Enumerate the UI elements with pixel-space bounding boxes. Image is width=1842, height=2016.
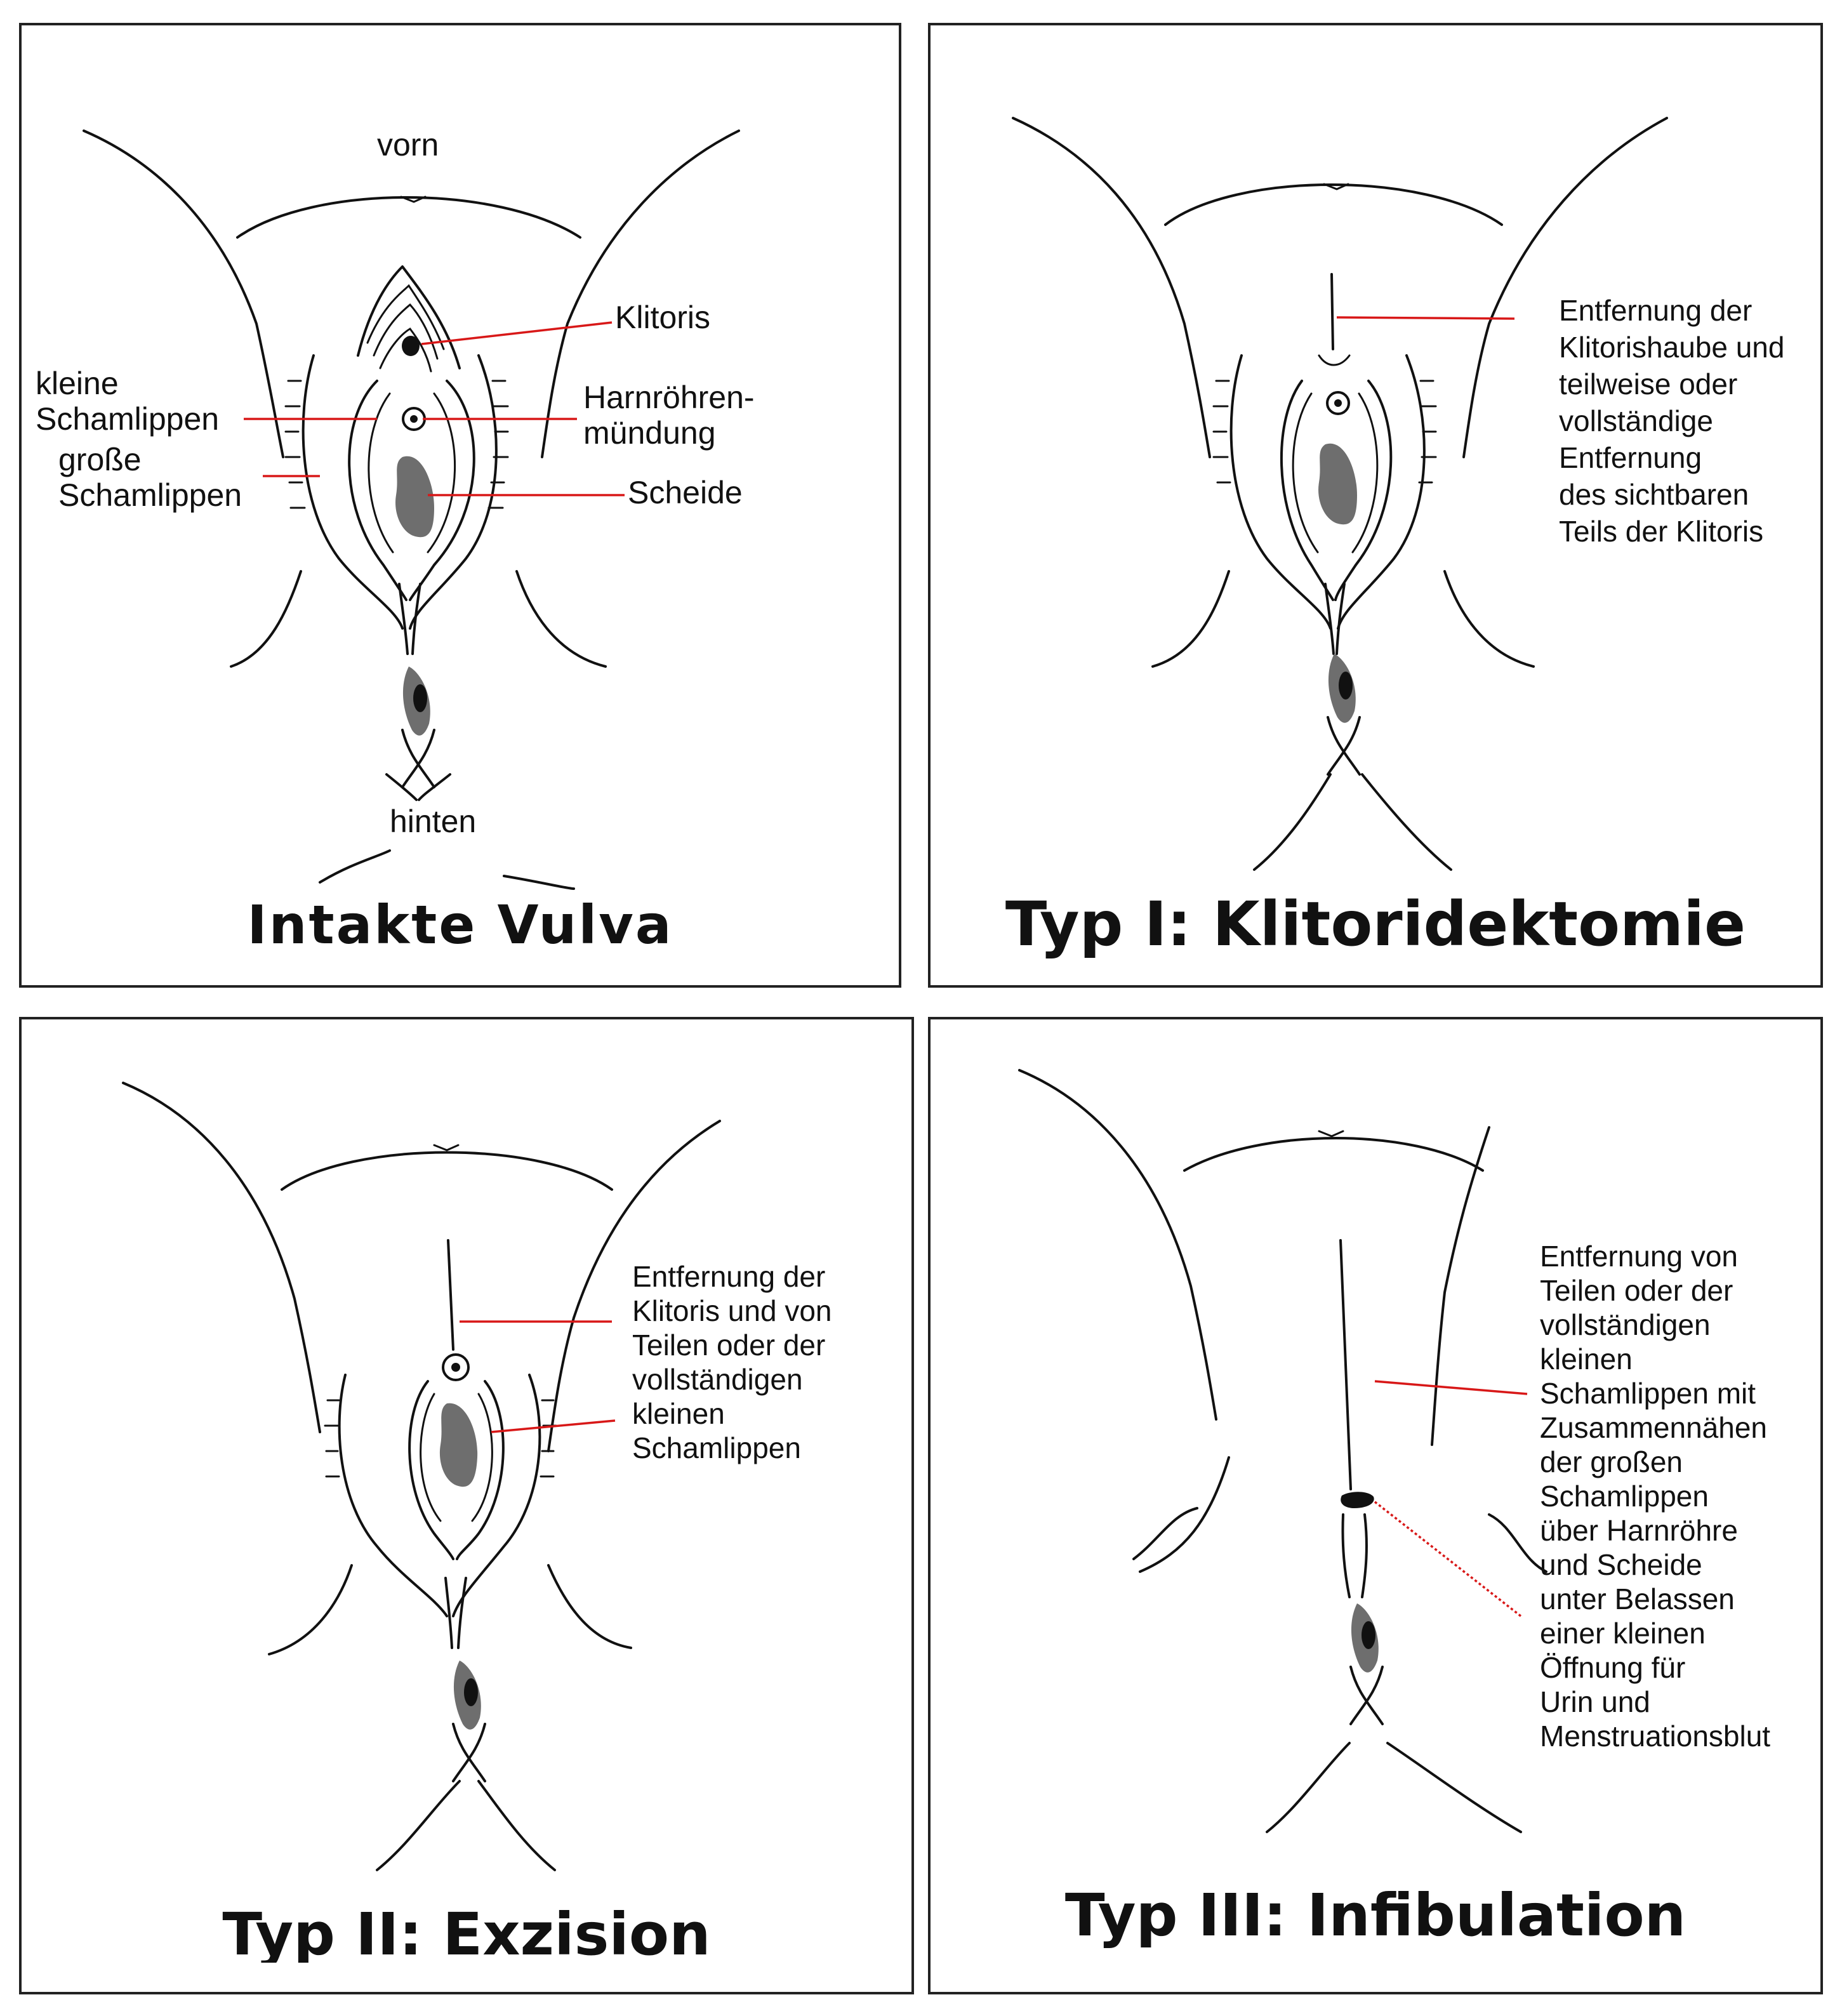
labia-majora-left [301, 354, 404, 630]
label-vagina: Scheide [628, 475, 743, 510]
mons-curve [236, 196, 581, 239]
buttock-curve-left [319, 849, 391, 884]
panel-title-intact: Intakte Vulva [247, 894, 673, 956]
label-labia-majora: große Schamlippen [58, 442, 242, 513]
right-thigh-outline [541, 129, 740, 458]
vaginal-opening-mark [395, 456, 434, 538]
type-3-illustration [1018, 1069, 1547, 1833]
leader-hood [1336, 316, 1515, 320]
label-top: vorn [377, 127, 439, 162]
panel-type-2: Entfernung der Klitoris und von Teilen o… [19, 1017, 914, 1994]
mons-notch [400, 196, 427, 203]
infibulation-seam-line [1339, 1239, 1352, 1490]
panel-title-type-2: Typ II: Exzision [222, 1900, 711, 1963]
type-2-illustration [122, 1082, 721, 1871]
buttock-curve-right [503, 875, 575, 890]
type-3-description: Entfernung von Teilen oder der vollständ… [1540, 1240, 1771, 1753]
clitoris-mark [402, 336, 420, 356]
type-2-description: Entfernung der Klitoris und von Teilen o… [632, 1260, 832, 1464]
right-lower-thigh [515, 570, 607, 668]
clitoral-hood [357, 265, 461, 369]
left-thigh-outline [83, 129, 284, 458]
left-lower-thigh [230, 570, 302, 668]
label-bottom: hinten [390, 804, 477, 839]
leader-remaining-opening [1374, 1501, 1522, 1617]
labia-majora-right [1337, 354, 1426, 630]
type-1-illustration [1012, 117, 1668, 871]
labia-majora-left [1229, 354, 1332, 630]
remaining-opening-mark [1341, 1492, 1374, 1508]
leader-clitoris [421, 321, 613, 345]
excised-hood-line [1330, 273, 1334, 350]
leader-labia-minora-removed [1374, 1380, 1528, 1395]
label-clitoris: Klitoris [615, 300, 711, 335]
leader-labia-minora-excised [491, 1419, 616, 1433]
panel-title-type-1: Typ I: Klitoridektomie [1005, 889, 1746, 960]
panel-type-1: Entfernung der Klitorishaube und teilwei… [928, 23, 1823, 988]
panel-intact-vulva: vorn Klitoris Harnröhren- mündung Scheid… [19, 23, 901, 988]
panel-title-type-3: Typ III: Infibulation [1064, 1881, 1686, 1949]
excised-clitoris-line [447, 1239, 454, 1351]
type-1-description: Entfernung der Klitorishaube und teilwei… [1559, 294, 1785, 548]
intact-vulva-illustration [83, 129, 740, 890]
panel-type-3: Entfernung von Teilen oder der vollständ… [928, 1017, 1823, 1994]
label-urethra: Harnröhren- mündung [583, 380, 755, 451]
label-labia-minora: kleine Schamlippen [36, 366, 220, 437]
labia-majora-right [409, 354, 498, 630]
